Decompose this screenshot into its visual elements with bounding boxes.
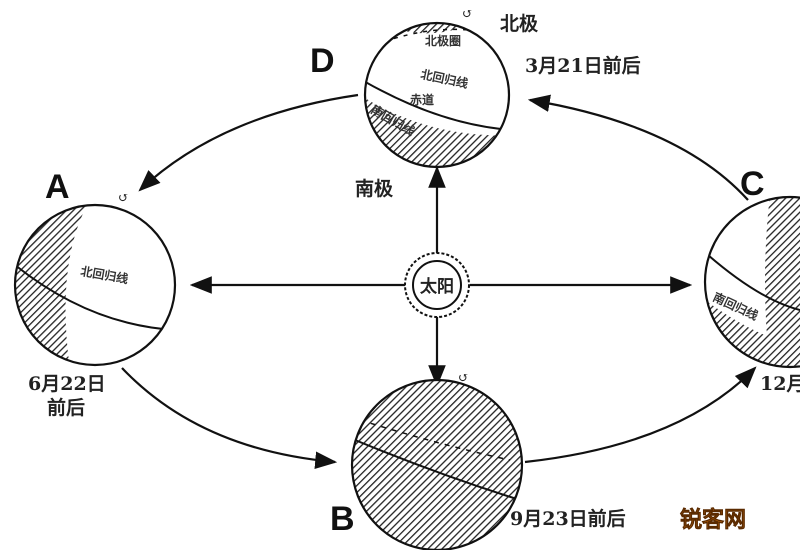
axis-rotation-icon: ↺ (118, 191, 129, 206)
globe-d: 北极圈 北回归线 赤道 南回归线 ↺ D 北极 3月21日前后 南极 (310, 7, 641, 200)
axis-rotation-icon: ↺ (458, 371, 469, 386)
sun: 太阳 (404, 252, 470, 318)
watermark: 锐客网 (680, 507, 746, 533)
north-pole-label: 北极 (500, 12, 539, 35)
date-d: 3月21日前后 (525, 54, 641, 77)
date-a-line1: 6月22日 (28, 373, 106, 395)
label-d: D (310, 42, 335, 80)
orbit-arrow-d-to-a (138, 93, 359, 192)
label-a: A (45, 168, 70, 206)
south-pole-label: 南极 (355, 177, 394, 200)
date-b: 9月23日前后 (510, 507, 626, 530)
orbit-arrow-b-to-c (524, 366, 757, 464)
date-c: 12月 (760, 373, 800, 395)
globe-c: 南回归线 C 12月 (703, 165, 800, 395)
orbit-arrow-a-to-b (121, 367, 338, 470)
globe-d-line-arctic: 北极圈 (425, 33, 461, 48)
globe-a: 北回归线 ↺ A 6月22日 前后 (13, 168, 177, 419)
orbit-path (121, 93, 757, 470)
sun-label: 太阳 (420, 276, 454, 297)
orbit-arrow-c-to-d (527, 94, 749, 201)
globe-b: ↺ B 9月23日前后 (330, 371, 626, 550)
date-a-line2: 前后 (47, 396, 85, 419)
axis-rotation-icon: ↺ (462, 7, 473, 22)
label-c: C (740, 165, 765, 203)
globe-d-line-equator: 赤道 (410, 92, 434, 107)
label-b: B (330, 500, 355, 538)
sunlight-arrows (189, 165, 693, 388)
